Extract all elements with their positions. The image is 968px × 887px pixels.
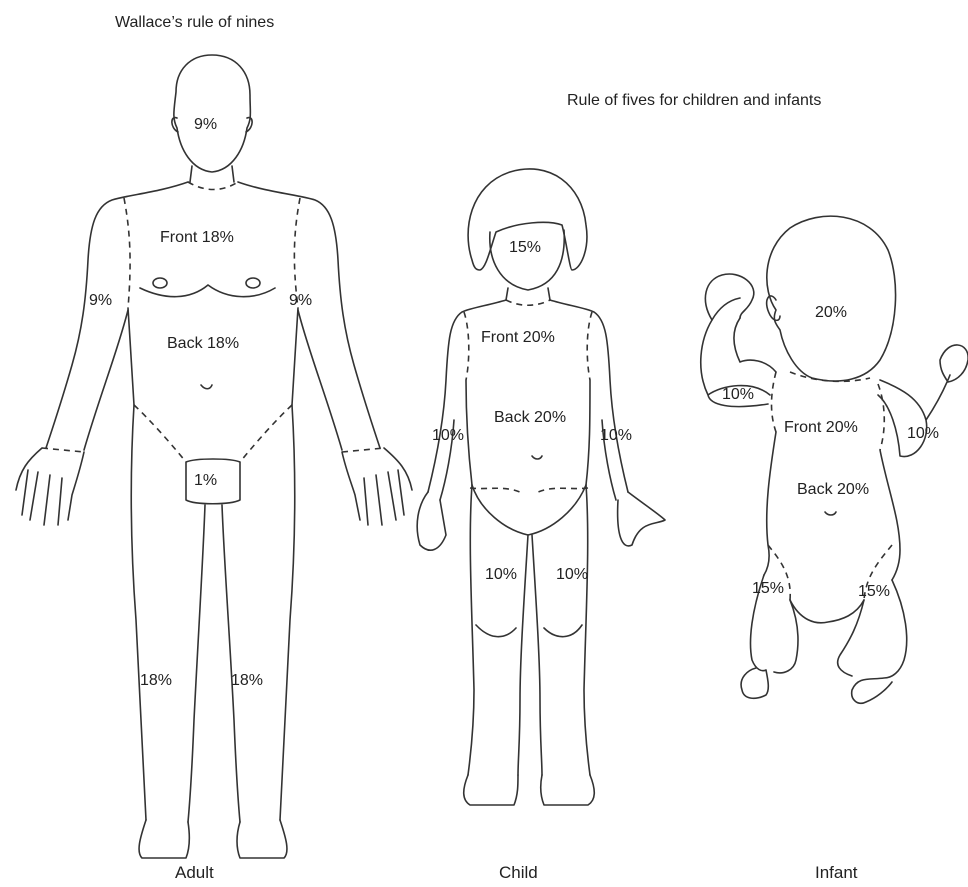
adult-leg-right-label: 18%: [231, 673, 263, 689]
adult-nipple-right: [246, 278, 260, 288]
infant-arm-left-label: 10%: [722, 387, 754, 403]
adult-legs: [131, 405, 295, 822]
child-groin-boundary: [470, 488, 588, 493]
infant-navel: [825, 512, 836, 515]
adult-caption: Adult: [175, 864, 214, 881]
infant-front-label: Front 20%: [784, 420, 858, 436]
infant-leg-right-label: 15%: [858, 584, 890, 600]
adult-neck: [190, 166, 234, 182]
infant-shoulder-left: [772, 372, 777, 432]
adult-torso-outline: [46, 182, 380, 448]
child-head-label: 15%: [509, 240, 541, 256]
adult-head: [174, 55, 251, 172]
adult-arm-right-label: 9%: [289, 293, 312, 309]
adult-hand-left: [16, 448, 84, 525]
adult-side-right: [292, 308, 298, 405]
adult-rule-title: Wallace’s rule of nines: [115, 15, 274, 31]
adult-shoulder-left: [124, 198, 130, 308]
child-feet: [464, 775, 595, 805]
child-navel: [532, 456, 542, 459]
child-front-label: Front 20%: [481, 330, 555, 346]
adult-arm-left-inner: [84, 310, 128, 450]
adult-hand-right: [342, 448, 412, 525]
child-shoulder-left: [464, 312, 469, 380]
adult-arm-left-label: 9%: [89, 293, 112, 309]
adult-leg-left-label: 18%: [140, 673, 172, 689]
infant-arm-right-label: 10%: [907, 426, 939, 442]
infant-figure: [701, 216, 968, 703]
child-side-right: [586, 380, 590, 485]
adult-head-label: 9%: [194, 117, 217, 133]
infant-hand-left: [705, 274, 753, 320]
child-arm-right-label: 10%: [600, 428, 632, 444]
adult-genital-label: 1%: [194, 473, 217, 489]
adult-arm-right-inner: [298, 310, 342, 450]
child-arm-left-label: 10%: [432, 428, 464, 444]
infant-head-label: 20%: [815, 305, 847, 321]
adult-wrist-left: [42, 448, 84, 452]
adult-wrist-right: [342, 448, 384, 452]
infant-torso: [764, 432, 900, 580]
adult-groin-boundary: [134, 405, 292, 462]
child-shoulder-right: [587, 312, 592, 380]
adult-front-label: Front 18%: [160, 230, 234, 246]
children-rule-title: Rule of fives for children and infants: [567, 93, 821, 109]
infant-arm-right: [878, 375, 950, 457]
adult-neck-boundary: [188, 182, 238, 190]
child-leg-right-label: 10%: [556, 567, 588, 583]
child-legs: [468, 485, 590, 775]
child-knees: [476, 625, 582, 637]
child-side-left: [466, 380, 472, 485]
child-neck-boundary: [506, 300, 550, 305]
infant-hand-right: [940, 345, 968, 382]
infant-ear: [767, 296, 780, 320]
child-figure: [417, 169, 665, 805]
adult-figure: [16, 55, 412, 858]
infant-back-label: Back 20%: [797, 482, 869, 498]
adult-side-left: [128, 308, 134, 405]
child-leg-left-label: 10%: [485, 567, 517, 583]
infant-diaper: [790, 600, 864, 623]
child-hand-left: [417, 492, 446, 550]
infant-caption: Infant: [815, 864, 858, 881]
adult-chest-line: [140, 285, 275, 297]
infant-head: [767, 216, 896, 381]
child-hand-right: [618, 492, 665, 546]
infant-shoulder-right: [878, 384, 884, 450]
infant-leg-left-label: 15%: [752, 581, 784, 597]
adult-nipple-left: [153, 278, 167, 288]
adult-navel: [201, 385, 212, 389]
adult-back-label: Back 18%: [167, 336, 239, 352]
child-caption: Child: [499, 864, 538, 881]
child-hips: [472, 485, 586, 535]
adult-feet: [139, 820, 287, 858]
child-back-label: Back 20%: [494, 410, 566, 426]
